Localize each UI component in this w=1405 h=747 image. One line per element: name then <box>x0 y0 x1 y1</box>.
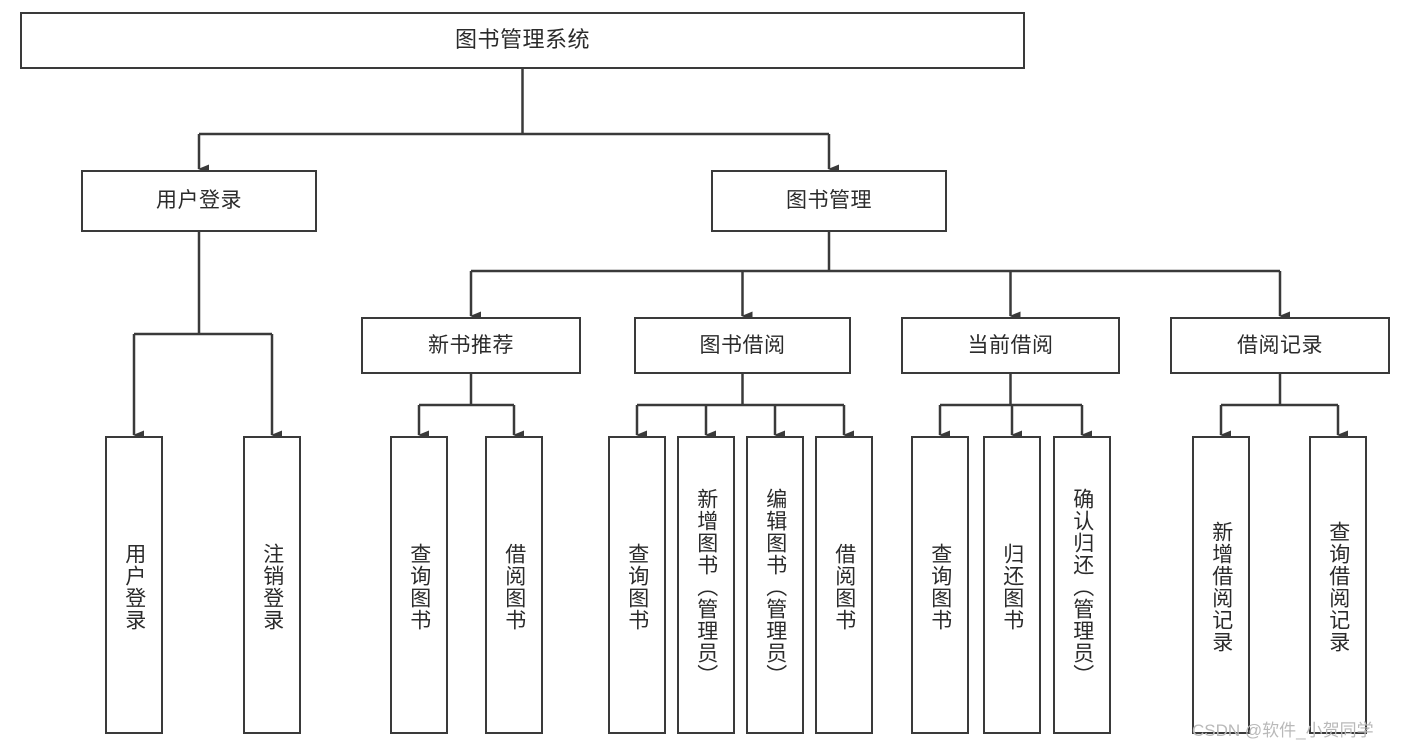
node-leaf-query-record[interactable]: 查询借阅记录 <box>1309 436 1367 734</box>
node-label: 新增图书（管理员） <box>694 488 718 686</box>
node-label: 图书管理 <box>786 189 872 213</box>
node-leaf-add-record[interactable]: 新增借阅记录 <box>1192 436 1250 734</box>
node-label: 借阅图书 <box>502 543 526 631</box>
node-leaf-query-book-3[interactable]: 查询图书 <box>911 436 969 734</box>
node-label: 编辑图书（管理员） <box>763 488 787 686</box>
node-label: 查询图书 <box>625 543 649 631</box>
node-leaf-query-book-2[interactable]: 查询图书 <box>608 436 666 734</box>
node-label: 归还图书 <box>1000 543 1024 631</box>
node-label: 用户登录 <box>122 543 146 631</box>
node-label: 查询借阅记录 <box>1326 521 1350 653</box>
node-book-borrow[interactable]: 图书借阅 <box>634 317 851 374</box>
node-leaf-return-book[interactable]: 归还图书 <box>983 436 1041 734</box>
node-label: 新增借阅记录 <box>1209 521 1233 653</box>
node-leaf-add-book[interactable]: 新增图书（管理员） <box>677 436 735 734</box>
node-label: 新书推荐 <box>428 333 514 357</box>
node-leaf-query-book-1[interactable]: 查询图书 <box>390 436 448 734</box>
edge-group <box>132 69 1348 440</box>
node-label: 确认归还（管理员） <box>1070 488 1094 686</box>
node-label: 查询图书 <box>407 543 431 631</box>
watermark-text: CSDN @软件_小贺同学 <box>1192 721 1374 740</box>
node-leaf-edit-book[interactable]: 编辑图书（管理员） <box>746 436 804 734</box>
node-borrow-record[interactable]: 借阅记录 <box>1170 317 1390 374</box>
node-root[interactable]: 图书管理系统 <box>20 12 1025 69</box>
node-label: 查询图书 <box>928 543 952 631</box>
node-leaf-user-login[interactable]: 用户登录 <box>105 436 163 734</box>
node-label: 注销登录 <box>260 543 284 631</box>
node-leaf-logout[interactable]: 注销登录 <box>243 436 301 734</box>
node-label: 当前借阅 <box>967 333 1054 357</box>
node-label: 借阅记录 <box>1237 333 1323 357</box>
node-leaf-confirm-return[interactable]: 确认归还（管理员） <box>1053 436 1111 734</box>
node-leaf-borrow-book-2[interactable]: 借阅图书 <box>815 436 873 734</box>
node-book-manage[interactable]: 图书管理 <box>711 170 947 232</box>
node-label: 图书管理系统 <box>454 27 590 53</box>
node-current-borrow[interactable]: 当前借阅 <box>901 317 1120 374</box>
node-label: 借阅图书 <box>832 543 856 631</box>
node-new-book-rec[interactable]: 新书推荐 <box>361 317 581 374</box>
node-leaf-borrow-book-1[interactable]: 借阅图书 <box>485 436 543 734</box>
node-label: 用户登录 <box>156 189 242 213</box>
node-user-login[interactable]: 用户登录 <box>81 170 317 232</box>
node-label: 图书借阅 <box>699 333 786 357</box>
